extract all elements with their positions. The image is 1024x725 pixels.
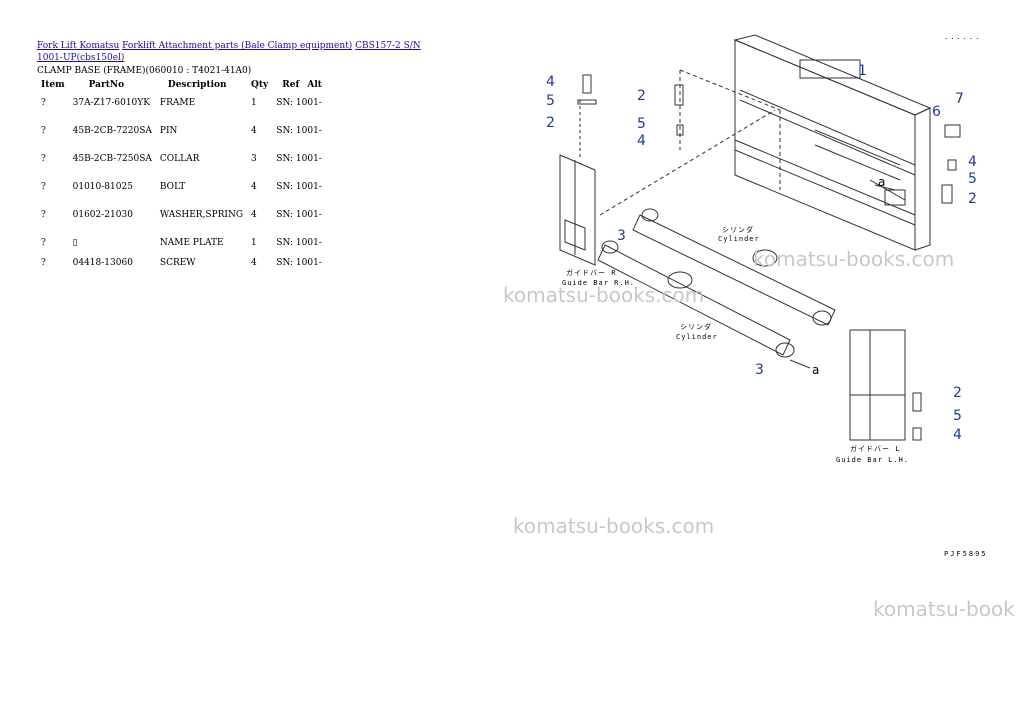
cell-partno: 45B-2CB-7250SA xyxy=(72,154,152,164)
breadcrumb-link-model[interactable]: CBS157-2 S/N 1001-UP(cbs150el) xyxy=(37,41,421,63)
corner-dots: ...... xyxy=(944,33,982,41)
cell-description: NAME PLATE xyxy=(159,238,224,248)
watermark: komatsu-books.com xyxy=(503,283,705,307)
callout: 2 xyxy=(637,88,646,104)
cell-ref: SN: 1001- xyxy=(276,210,322,220)
cell-item: ? xyxy=(41,258,46,268)
callout: 5 xyxy=(968,171,977,187)
cylinder-label-jp: シリンダ xyxy=(722,225,754,234)
cell-item: ? xyxy=(41,182,46,192)
header-item: Item xyxy=(41,80,65,90)
guide-bar-lh-label-jp: ガイドバー L xyxy=(850,444,900,453)
cell-item: ? xyxy=(41,98,46,108)
cell-qty: 4 xyxy=(251,258,257,268)
cylinder-label-en: Cylinder xyxy=(718,235,760,243)
cell-item: ? xyxy=(41,238,46,248)
cell-partno: 01010-81025 xyxy=(72,182,133,192)
cell-partno: 37A-Z17-6010YK xyxy=(72,98,150,108)
table-row: ? 45B-2CB-7250SA COLLAR 3 SN: 1001- xyxy=(37,152,326,180)
cell-partno: 45B-2CB-7220SA xyxy=(72,126,152,136)
cell-description: FRAME xyxy=(159,98,196,108)
watermark: komatsu-books.com xyxy=(513,514,715,538)
cell-ref: SN: 1001- xyxy=(276,98,322,108)
cell-ref: SN: 1001- xyxy=(276,182,322,192)
callout-a: a xyxy=(812,363,819,377)
cell-description: WASHER,SPRING xyxy=(159,210,244,220)
cell-item: ? xyxy=(41,126,46,136)
guide-bar-rh-label-en: Guide Bar R.H. xyxy=(562,279,635,287)
table-row: ? 01010-81025 BOLT 4 SN: 1001- xyxy=(37,180,326,208)
cell-qty: 4 xyxy=(251,210,257,220)
callout: 2 xyxy=(953,385,962,401)
cell-description: COLLAR xyxy=(159,154,200,164)
header-qty: Qty xyxy=(251,80,269,90)
section-title: CLAMP BASE (FRAME)(060010 : T4021-41A0) xyxy=(37,66,252,76)
header-partno: PartNo xyxy=(88,80,125,90)
watermark: komatsu-books.com xyxy=(753,247,955,271)
cylinder-label-en: Cylinder xyxy=(676,333,718,341)
parts-diagram: 1 2 5 4 6 7 4 5 2 4 5 2 3 3 2 5 4 a a シリ… xyxy=(546,34,977,464)
cell-qty: 4 xyxy=(251,126,257,136)
callout: 2 xyxy=(968,191,977,207)
header-description: Description xyxy=(167,80,227,90)
cell-description: BOLT xyxy=(159,182,186,192)
watermark: komatsu-book xyxy=(873,597,1015,621)
callout-a: a xyxy=(878,175,885,189)
parts-table: Item PartNo Description Qty Ref Alt ? 37… xyxy=(37,78,326,278)
cell-ref: SN: 1001- xyxy=(276,238,322,248)
cell-description: SCREW xyxy=(159,258,196,268)
cylinder-label-jp: シリンダ xyxy=(680,322,712,331)
missing-glyph-icon: ▯ xyxy=(72,238,78,248)
callout: 5 xyxy=(546,93,555,109)
table-row: ? ▯ NAME PLATE 1 SN: 1001- xyxy=(37,236,326,256)
callout: 2 xyxy=(546,115,555,131)
cell-qty: 4 xyxy=(251,182,257,192)
cell-partno: 04418-13060 xyxy=(72,258,133,268)
drawing-code: PJF5895 xyxy=(944,550,988,558)
breadcrumb: Fork Lift Komatsu Forklift Attachment pa… xyxy=(37,40,437,64)
cell-ref: SN: 1001- xyxy=(276,126,322,136)
breadcrumb-link-forklift[interactable]: Fork Lift Komatsu xyxy=(37,41,120,51)
cell-description: PIN xyxy=(159,126,178,136)
cell-qty: 1 xyxy=(251,238,257,248)
table-row: ? 04418-13060 SCREW 4 SN: 1001- xyxy=(37,256,326,278)
table-header-row: Item PartNo Description Qty Ref Alt xyxy=(37,78,326,96)
callout: 4 xyxy=(546,74,555,90)
callout: 5 xyxy=(637,116,646,132)
callout: 4 xyxy=(637,133,646,149)
table-row: ? 45B-2CB-7220SA PIN 4 SN: 1001- xyxy=(37,124,326,152)
cell-item: ? xyxy=(41,154,46,164)
callout: 7 xyxy=(955,91,964,107)
callout: 4 xyxy=(968,154,977,170)
table-row: ? 01602-21030 WASHER,SPRING 4 SN: 1001- xyxy=(37,208,326,236)
guide-bar-rh-label-jp: ガイドバー R xyxy=(566,268,616,277)
header-alt: Alt xyxy=(307,80,322,90)
cell-partno: 01602-21030 xyxy=(72,210,133,220)
cell-item: ? xyxy=(41,210,46,220)
cell-partno: ▯ xyxy=(69,236,156,256)
callout: 3 xyxy=(617,228,626,244)
breadcrumb-link-attachment[interactable]: Forklift Attachment parts (Bale Clamp eq… xyxy=(122,41,353,51)
callout: 3 xyxy=(755,362,764,378)
callout: 1 xyxy=(858,63,867,79)
callout: 6 xyxy=(932,104,941,120)
cell-qty: 1 xyxy=(251,98,257,108)
header-ref: Ref xyxy=(282,80,300,90)
callout: 4 xyxy=(953,427,962,443)
cell-qty: 3 xyxy=(251,154,257,164)
cell-ref: SN: 1001- xyxy=(276,258,322,268)
cell-ref: SN: 1001- xyxy=(276,154,322,164)
callout: 5 xyxy=(953,408,962,424)
table-row: ? 37A-Z17-6010YK FRAME 1 SN: 1001- xyxy=(37,96,326,124)
guide-bar-lh-label-en: Guide Bar L.H. xyxy=(836,456,909,464)
